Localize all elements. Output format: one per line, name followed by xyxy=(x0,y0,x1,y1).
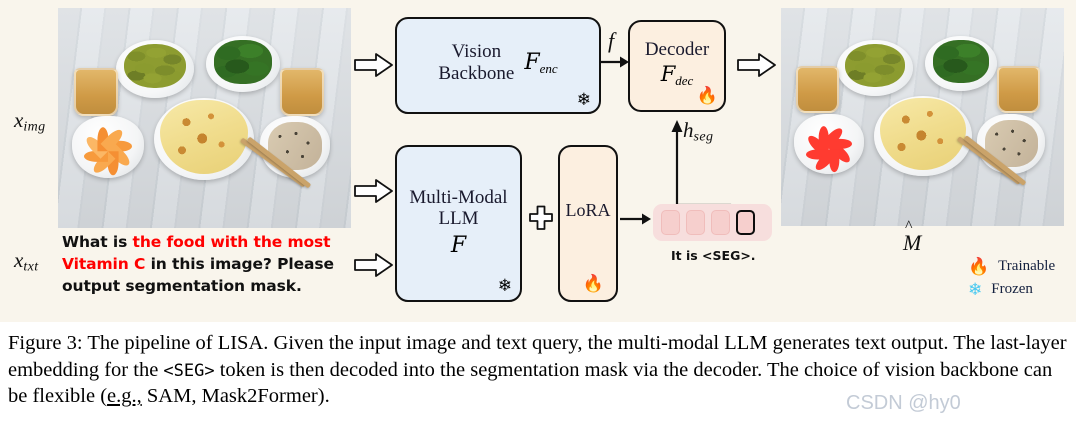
caption-line3b: SAM, Mask2Former). xyxy=(141,385,330,408)
snowflake-icon: ❄ xyxy=(968,280,983,299)
legend: 🔥 Trainable ❄ Frozen xyxy=(968,258,1055,298)
input-text-label-base: x xyxy=(14,248,24,272)
food-greens xyxy=(214,40,272,84)
token-box xyxy=(711,210,730,235)
food-edamame xyxy=(124,44,186,88)
output-image xyxy=(781,8,1064,226)
arrow-image-to-llm xyxy=(354,178,394,204)
plus-icon xyxy=(528,205,554,236)
token-box xyxy=(686,210,705,235)
h-seg-base: h xyxy=(683,118,694,142)
llm-symbol: F xyxy=(450,233,467,259)
pipeline-figure: ximg xyxy=(0,0,1076,322)
glass-juice-left xyxy=(796,66,839,113)
caption-line1: The pipeline of LISA. Given the input im… xyxy=(82,332,851,354)
snowflake-icon: ❄ xyxy=(576,90,591,109)
caption-seg-token: <SEG> xyxy=(163,360,215,381)
output-mask-label: ^ M xyxy=(903,218,922,255)
lora-box[interactable]: LoRA 🔥 xyxy=(558,145,618,302)
vision-backbone-symbol: Fenc xyxy=(524,49,558,76)
prompt-suffix: in this image? Please output segmentatio… xyxy=(62,255,334,295)
legend-label-frozen: Frozen xyxy=(991,281,1033,297)
figure-caption: Figure 3: The pipeline of LISA. Given th… xyxy=(8,330,1068,410)
decoder-symbol: Fdec xyxy=(660,61,694,88)
food-crepe xyxy=(160,100,248,174)
fire-icon: 🔥 xyxy=(696,86,718,105)
input-image-label: ximg xyxy=(14,108,46,136)
input-image-label-base: x xyxy=(14,108,24,132)
token-box xyxy=(661,210,680,235)
input-image-label-sub: img xyxy=(23,119,46,135)
llm-title: Multi-Modal LLM xyxy=(409,187,507,230)
h-seg-label: hseg xyxy=(683,118,713,146)
fire-icon: 🔥 xyxy=(582,274,604,293)
glass-juice-right xyxy=(280,68,324,116)
input-image xyxy=(58,8,351,228)
seg-output-caption: It is <SEG>. xyxy=(671,248,756,263)
glass-juice-left xyxy=(74,68,118,116)
caption-eg: e.g., xyxy=(107,385,142,408)
arrow-decoder-to-output xyxy=(737,52,777,78)
f-signal-label: f xyxy=(608,28,615,53)
arrow-backbone-to-decoder xyxy=(600,55,630,69)
llm-line2: LLM xyxy=(438,208,479,229)
h-seg-sub: seg xyxy=(693,129,714,145)
seg-token-box[interactable] xyxy=(736,210,755,235)
caption-line2a: text output. The last-layer embedding fo… xyxy=(8,332,1067,381)
food-greens xyxy=(933,40,989,83)
llm-line1: Multi-Modal xyxy=(409,186,508,208)
multimodal-llm-box[interactable]: Multi-Modal LLM F ❄ xyxy=(395,145,522,302)
arrow-lora-to-tokens xyxy=(620,212,652,226)
decoder-title: Decoder xyxy=(644,39,710,61)
arrow-text-to-llm xyxy=(354,252,394,278)
input-text-label: xtxt xyxy=(14,248,39,276)
decoder-box[interactable]: Decoder Fdec 🔥 xyxy=(628,20,726,112)
legend-row-frozen: ❄ Frozen xyxy=(968,281,1055,298)
arrow-image-to-backbone xyxy=(354,52,394,78)
segmentation-mask-citrus xyxy=(803,120,854,173)
lora-title: LoRA xyxy=(565,200,611,221)
fire-icon: 🔥 xyxy=(968,257,990,276)
legend-label-trainable: Trainable xyxy=(998,258,1056,274)
arrow-hseg-to-decoder xyxy=(660,112,760,217)
vision-backbone-line1: Vision xyxy=(451,41,502,63)
legend-row-trainable: 🔥 Trainable xyxy=(968,258,1055,275)
caption-line3a: mask via the decoder. The choice of visi… xyxy=(8,358,1053,408)
input-text-label-sub: txt xyxy=(23,259,39,275)
caption-line2b: token is then decoded into the segmentat… xyxy=(214,358,580,381)
vision-backbone-box[interactable]: Vision Backbone Fenc ❄ xyxy=(395,17,601,114)
caption-figure-number: Figure 3: xyxy=(8,332,83,354)
snowflake-icon: ❄ xyxy=(497,276,512,295)
output-token-strip xyxy=(653,204,772,241)
text-query: What is the food with the most Vitamin C… xyxy=(62,231,348,297)
prompt-highlight: the food with the most Vitamin C xyxy=(62,233,331,273)
vision-backbone-line2: Backbone xyxy=(438,62,515,84)
vision-backbone-title: Vision Backbone xyxy=(438,41,514,84)
prompt-prefix: What is xyxy=(62,233,133,251)
food-citrus xyxy=(82,122,134,176)
food-edamame xyxy=(845,44,905,87)
glass-juice-right xyxy=(997,66,1040,113)
food-crepe xyxy=(880,98,966,170)
